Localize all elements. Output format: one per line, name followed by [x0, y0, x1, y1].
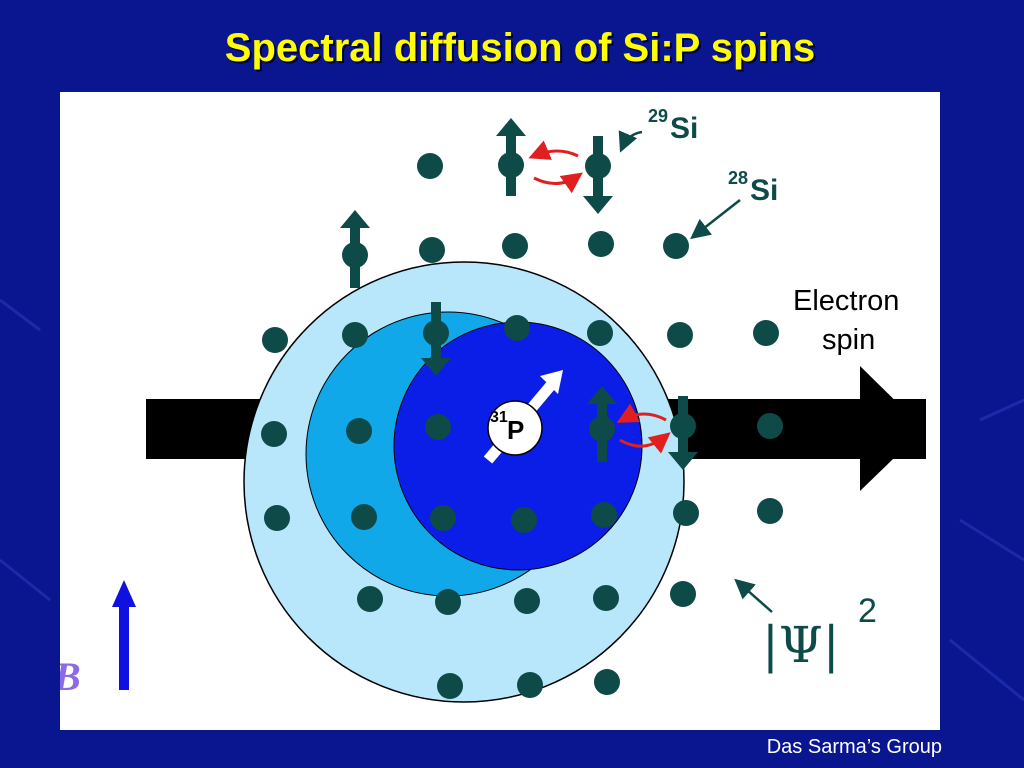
atom-dot — [594, 669, 620, 695]
atom-dot — [670, 581, 696, 607]
atom-dot — [593, 585, 619, 611]
flip-flop-arrows-bottom — [616, 403, 671, 454]
atom-dot — [511, 507, 537, 533]
atom-dot — [264, 505, 290, 531]
credit-text: Das Sarma’s Group — [766, 736, 942, 758]
si29-element-label: Si — [670, 112, 698, 145]
atom-dot — [351, 504, 377, 530]
wavefunction-power: 2 — [858, 592, 877, 630]
si28-mass-label: 28 — [728, 168, 748, 188]
atom-dot — [342, 322, 368, 348]
psi-pointer-arrow — [734, 578, 773, 613]
atom-dot — [753, 320, 779, 346]
electron-spin-label-line2: spin — [822, 324, 875, 356]
si29-spin-down — [668, 396, 698, 470]
atom-dot — [437, 673, 463, 699]
magnetic-field-arrow — [112, 580, 136, 690]
atom-dot — [591, 502, 617, 528]
diagram-panel: 31 P 29 Si 28 Si Electron spin |Ψ| 2 B — [60, 92, 940, 730]
atom-dot — [346, 418, 372, 444]
si28-element-label: Si — [750, 174, 778, 207]
si29-spin-up — [340, 210, 370, 288]
flip-flop-arrows-top — [528, 140, 583, 194]
atom-dot — [588, 231, 614, 257]
slide-title: Spectral diffusion of Si:P spins — [224, 26, 816, 70]
atom-dot — [502, 233, 528, 259]
atom-dot — [430, 505, 456, 531]
atom-dot — [425, 414, 451, 440]
si29-spin-down — [421, 302, 451, 376]
atom-dot — [673, 500, 699, 526]
atom-dot — [504, 315, 530, 341]
p31-mass-label: 31 — [490, 409, 508, 426]
atom-dot — [587, 320, 613, 346]
atom-dot — [262, 327, 288, 353]
atom-dot — [757, 498, 783, 524]
atom-dot — [419, 237, 445, 263]
atom-dot — [517, 672, 543, 698]
magnetic-field-label: B — [60, 654, 81, 699]
p31-donor: 31 P — [483, 370, 563, 464]
atom-dot — [757, 413, 783, 439]
silicon-atoms — [261, 153, 783, 699]
atom-dot — [435, 589, 461, 615]
wavefunction-label: |Ψ| — [762, 616, 840, 674]
atom-dot — [261, 421, 287, 447]
si29-mass-label: 29 — [648, 106, 668, 126]
atom-dot — [417, 153, 443, 179]
atom-dot — [514, 588, 540, 614]
atom-dot — [357, 586, 383, 612]
p31-element-label: P — [507, 415, 524, 445]
si28-pointer-arrow — [690, 199, 741, 240]
si29-spin-down — [583, 136, 613, 214]
si29-spin-up — [587, 386, 617, 462]
si29-spin-up — [496, 118, 526, 196]
atom-dot — [663, 233, 689, 259]
atom-dot — [667, 322, 693, 348]
si29-pointer-arrow — [618, 130, 643, 153]
electron-spin-label-line1: Electron — [793, 285, 899, 317]
spin-diagram: 31 P 29 Si 28 Si Electron spin |Ψ| 2 B — [60, 106, 926, 703]
